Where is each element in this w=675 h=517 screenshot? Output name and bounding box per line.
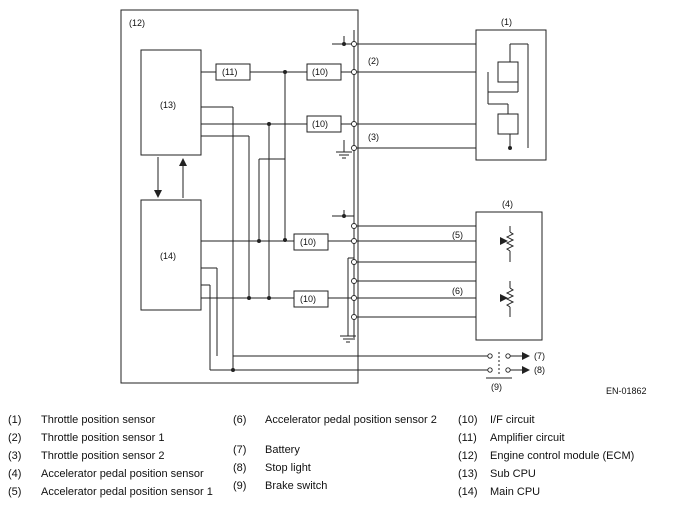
- legend-number: (2): [8, 432, 22, 444]
- sub-cpu-label: (13): [160, 100, 176, 110]
- legend-item: (2) Throttle position sensor 1: [8, 432, 223, 450]
- stop-light-label: (8): [534, 365, 545, 375]
- apps2-label: (6): [452, 286, 463, 296]
- legend-item: (12) Engine control module (ECM): [458, 450, 670, 468]
- legend-item: (11) Amplifier circuit: [458, 432, 670, 450]
- legend-column-2: (6) Accelerator pedal position sensor 2 (…: [233, 414, 443, 498]
- if-circuit-1-label: (10): [312, 67, 328, 77]
- legend-item: (10) I/F circuit: [458, 414, 670, 432]
- legend-number: (6): [233, 414, 247, 426]
- apps-group-label: (4): [502, 199, 513, 209]
- legend-text: I/F circuit: [490, 414, 535, 426]
- legend-text: Throttle position sensor 1: [41, 432, 165, 444]
- if-circuit-4-label: (10): [300, 294, 316, 304]
- legend-number: (4): [8, 468, 22, 480]
- brake-switch-label: (9): [491, 382, 502, 392]
- legend-text: Brake switch: [265, 480, 328, 492]
- legend-text: Sub CPU: [490, 468, 536, 480]
- legend-number: (11): [458, 432, 477, 444]
- legend-item: (13) Sub CPU: [458, 468, 670, 486]
- legend-text: Main CPU: [490, 486, 541, 498]
- wiring-diagram: (12) (13) (14) (11) (10) (10) (10) (10): [120, 9, 547, 392]
- legend-number: (8): [233, 462, 247, 474]
- legend-number: (14): [458, 486, 478, 498]
- tps2-label: (3): [368, 132, 379, 142]
- legend-number: (3): [8, 450, 22, 462]
- legend-text: Accelerator pedal position sensor 1: [41, 486, 213, 498]
- legend-item: (1) Throttle position sensor: [8, 414, 223, 432]
- main-cpu-box: [140, 199, 202, 311]
- legend-item: (3) Throttle position sensor 2: [8, 450, 223, 468]
- if-circuit-4: [293, 290, 329, 308]
- if-circuit-2-label: (10): [312, 119, 328, 129]
- legend-number: (5): [8, 486, 22, 498]
- throttle-position-sensor: [475, 29, 547, 161]
- figure-code: EN-01862: [606, 386, 647, 396]
- main-cpu-label: (14): [160, 251, 176, 261]
- legend-item: (5) Accelerator pedal position sensor 1: [8, 486, 223, 516]
- legend-item: (14) Main CPU: [458, 486, 670, 504]
- battery-label: (7): [534, 351, 545, 361]
- legend-number: (9): [233, 480, 247, 492]
- accelerator-pedal-position-sensor: [475, 211, 543, 341]
- legend-item: (7) Battery: [233, 444, 443, 462]
- legend-item: (8) Stop light: [233, 462, 443, 480]
- legend-number: (13): [458, 468, 478, 480]
- legend-number: (10): [458, 414, 478, 426]
- legend-number: (12): [458, 450, 478, 462]
- legend-item: (4) Accelerator pedal position sensor: [8, 468, 223, 486]
- legend-text: Engine control module (ECM): [490, 450, 635, 462]
- legend-text: Throttle position sensor: [41, 414, 156, 426]
- if-circuit-3: [293, 233, 329, 251]
- legend-item: (9) Brake switch: [233, 480, 443, 498]
- legend-text: Amplifier circuit: [490, 432, 565, 444]
- legend-text: Battery: [265, 444, 300, 456]
- tps1-label: (2): [368, 56, 379, 66]
- legend-number: (7): [233, 444, 247, 456]
- legend-text: Accelerator pedal position sensor: [41, 468, 204, 480]
- sub-cpu-box: [140, 49, 202, 156]
- legend-text: Throttle position sensor 2: [41, 450, 165, 462]
- legend-column-3: (10) I/F circuit (11) Amplifier circuit (1…: [458, 414, 670, 504]
- legend-text: Stop light: [265, 462, 311, 474]
- tps-group-label: (1): [501, 17, 512, 27]
- legend-item: (6) Accelerator pedal position sensor 2: [233, 414, 443, 444]
- if-circuit-3-label: (10): [300, 237, 316, 247]
- legend-text: Accelerator pedal position sensor 2: [265, 414, 437, 426]
- amplifier-label: (11): [222, 67, 237, 77]
- legend-number: (1): [8, 414, 22, 426]
- ecm-label: (12): [129, 18, 145, 28]
- apps1-label: (5): [452, 230, 463, 240]
- legend-column-1: (1) Throttle position sensor (2) Throttle …: [8, 414, 223, 516]
